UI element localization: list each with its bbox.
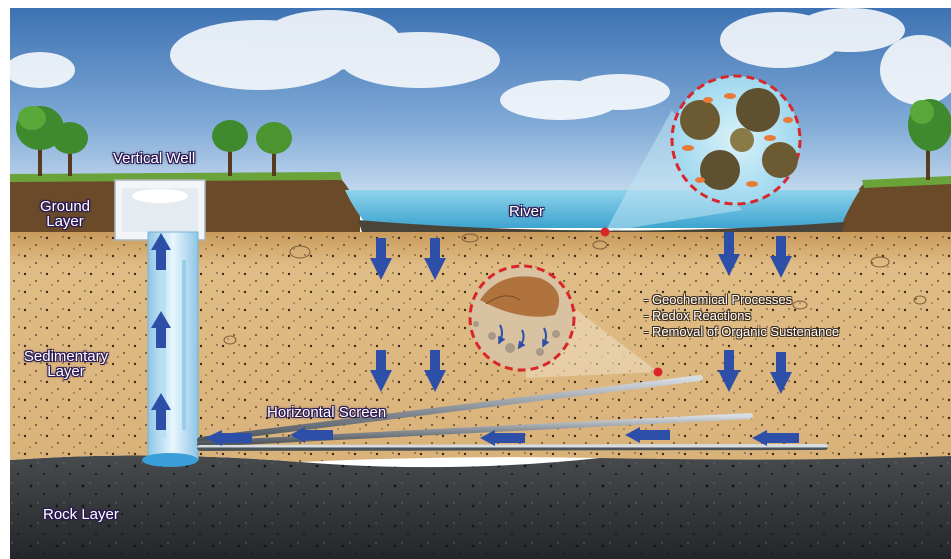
sedimentary-layer-label-line1: Sedimentary <box>23 348 109 365</box>
river-label: River <box>509 203 545 220</box>
ground-layer-right <box>840 178 951 232</box>
clouds <box>5 8 951 120</box>
sedimentary-layer-label: Sedimentary Layer <box>10 349 122 379</box>
river <box>345 190 860 228</box>
sediment-magnifier <box>468 264 663 378</box>
trees-left <box>16 106 292 176</box>
pore-magnifier <box>600 74 802 237</box>
tree-right <box>908 99 951 180</box>
ground-layer-label-line1: Ground <box>39 198 91 215</box>
process-list: - Geochemical Processes - Redox Reaction… <box>644 292 839 340</box>
ground-layer-label-line2: Layer <box>46 213 84 230</box>
process-item-organic-removal: - Removal of Organic Sustenance <box>644 324 840 339</box>
pebbles <box>223 233 927 345</box>
well-flow-arrows <box>151 233 171 430</box>
ground-layer-label: Ground Layer <box>28 199 102 229</box>
process-item-geochemical: - Geochemical Processes <box>644 292 793 307</box>
horizontal-screen-label: Horizontal Screen <box>267 404 387 421</box>
process-item-redox: - Redox Reactions <box>644 308 751 323</box>
grass-left <box>10 172 342 182</box>
infiltration-arrows <box>370 232 792 394</box>
horizontal-screen-pipes <box>197 375 828 451</box>
riverbed <box>358 220 845 232</box>
horizontal-flow-arrows <box>205 427 799 446</box>
sedimentary-layer-label-line2: Layer <box>47 363 85 380</box>
rock-layer-label: Rock Layer <box>43 506 119 523</box>
vertical-well-label: Vertical Well <box>113 150 196 167</box>
